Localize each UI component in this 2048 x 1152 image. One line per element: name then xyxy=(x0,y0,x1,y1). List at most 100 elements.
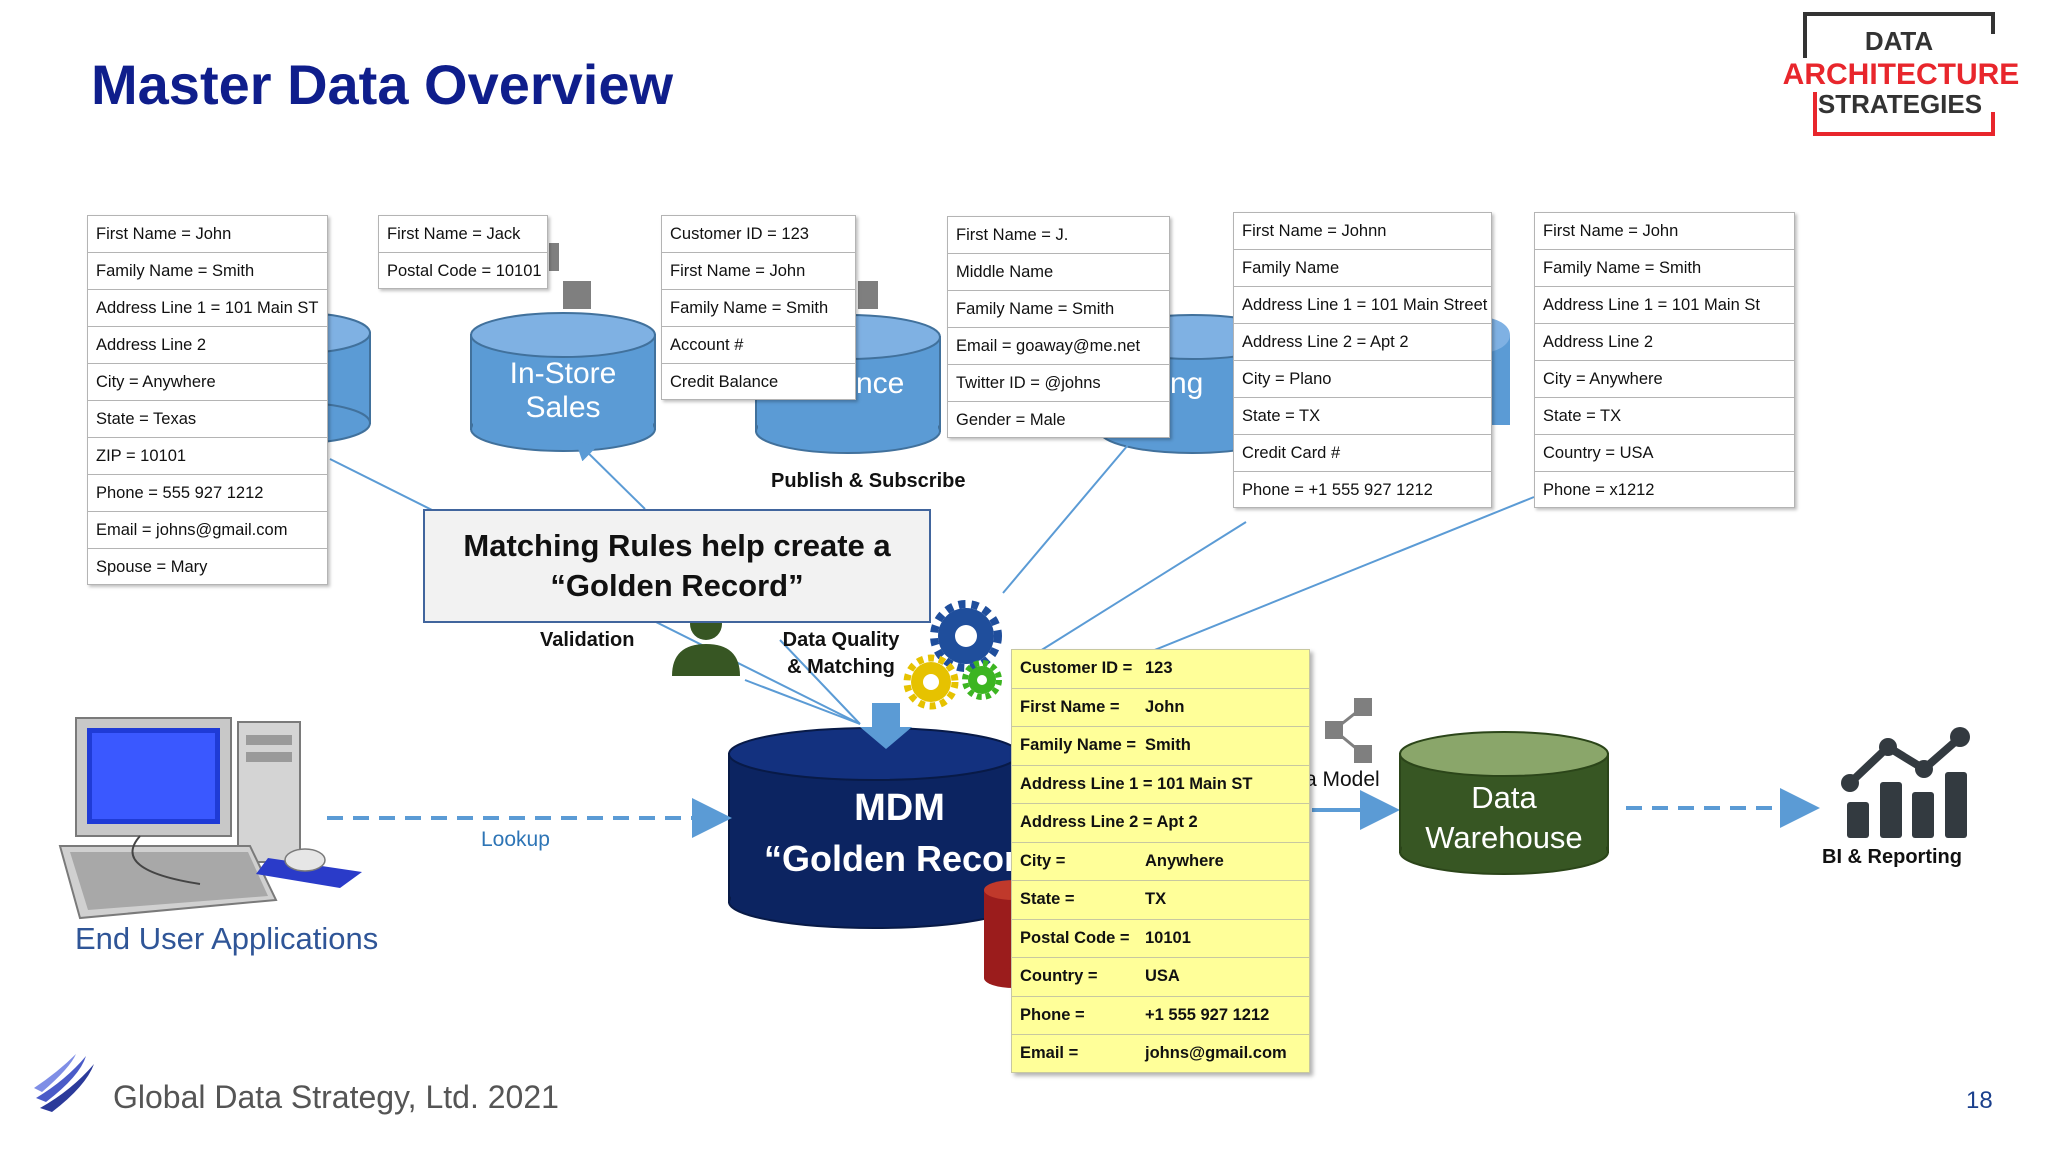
desktop-computer-icon xyxy=(58,717,362,920)
golden-record-row: First Name =John xyxy=(1011,687,1310,726)
lookup-label: Lookup xyxy=(481,828,550,851)
warehouse-label: Data Warehouse xyxy=(1425,780,1583,855)
record-field: Address Line 1 = 101 Main Street xyxy=(1233,286,1492,323)
record-field: Address Line 1 = 101 Main St xyxy=(1534,286,1795,323)
record-field: ZIP = 10101 xyxy=(87,437,328,474)
page-number: 18 xyxy=(1966,1087,1993,1114)
record-field: City = Plano xyxy=(1233,360,1492,397)
record-field: Twitter ID = @johns xyxy=(947,364,1170,401)
instore-cylinder xyxy=(470,312,656,452)
bar-chart-icon xyxy=(1841,727,1970,838)
record-field: Email = johns@gmail.com xyxy=(87,511,328,548)
golden-record-row: Address Line 2 = Apt 2 xyxy=(1011,803,1310,842)
golden-record-value xyxy=(1252,766,1309,804)
golden-record-key: Address Line 1 = 101 Main ST xyxy=(1020,774,1253,793)
golden-record-row: City = Anywhere xyxy=(1011,841,1310,880)
bi-reporting-label: BI & Reporting xyxy=(1822,846,1962,868)
golden-record-row: Address Line 1 = 101 Main ST xyxy=(1011,764,1310,804)
end-user-applications-label: End User Applications xyxy=(75,921,379,956)
data-model-label: a Model xyxy=(1305,768,1380,791)
logo-line1: DATA xyxy=(1865,26,1934,56)
marketing-cylinder-label: ng xyxy=(1170,367,1204,400)
record-field: Family Name xyxy=(1233,249,1492,286)
logo-line2: ARCHITECTURE xyxy=(1783,58,2020,91)
mdm-golden-record-label: “Golden Record xyxy=(764,838,1041,879)
golden-record-value: Smith xyxy=(1145,736,1191,754)
golden-record-row: Email = johns@gmail.com xyxy=(1011,1034,1310,1073)
hierarchy-node-icon xyxy=(549,243,559,271)
record-field: Middle Name xyxy=(947,253,1170,290)
golden-record-value: USA xyxy=(1145,967,1180,985)
finance-cylinder-label: nce xyxy=(856,367,905,400)
golden-record-value: 10101 xyxy=(1145,928,1191,947)
footer-text: Global Data Strategy, Ltd. 2021 xyxy=(113,1079,559,1115)
golden-record-key: City = xyxy=(1020,851,1066,870)
golden-record-value: +1 555 927 1212 xyxy=(1145,1005,1270,1024)
record-field: Spouse = Mary xyxy=(87,548,328,585)
record-field: Family Name = Smith xyxy=(661,289,856,326)
record-field: Address Line 2 = Apt 2 xyxy=(1233,323,1492,360)
record-field: Country = USA xyxy=(1534,434,1795,471)
validation-label: Validation xyxy=(540,629,635,651)
record-field: City = Anywhere xyxy=(87,363,328,400)
record-field: Account # xyxy=(661,326,856,363)
matching-rules-callout: Matching Rules help create a “Golden Rec… xyxy=(423,509,931,623)
record-field: Phone = x1212 xyxy=(1534,471,1795,508)
logo-line3: STRATEGIES xyxy=(1818,89,1982,119)
golden-record-key: Customer ID = xyxy=(1020,659,1133,677)
golden-record-key: Postal Code = xyxy=(1020,928,1130,947)
record-field: Credit Balance xyxy=(661,363,856,400)
golden-record-value xyxy=(1198,804,1309,842)
record-field: Address Line 2 xyxy=(1534,323,1795,360)
record-field: Family Name = Smith xyxy=(87,252,328,289)
record-field: First Name = John xyxy=(1534,212,1795,249)
golden-record-value: TX xyxy=(1145,890,1167,908)
golden-record-value: johns@gmail.com xyxy=(1145,1044,1287,1062)
record-field: First Name = Jack xyxy=(378,215,548,252)
golden-record-key: Country = xyxy=(1020,967,1098,985)
instore-cylinder-label: In-Store Sales xyxy=(509,357,617,424)
warehouse-cylinder xyxy=(1399,731,1609,875)
record-field: City = Anywhere xyxy=(1534,360,1795,397)
golden-record-key: Family Name = xyxy=(1020,736,1137,754)
record-field: Gender = Male xyxy=(947,401,1170,438)
golden-record-row: Country = USA xyxy=(1011,957,1310,996)
inflow-arrow-icon xyxy=(860,703,912,749)
gears-icon xyxy=(903,600,1002,710)
data-architecture-strategies-logo: DATA ARCHITECTURE STRATEGIES xyxy=(1763,12,2039,138)
record-field: Credit Card # xyxy=(1233,434,1492,471)
record-field: First Name = Johnn xyxy=(1233,212,1492,249)
golden-record-value: Anywhere xyxy=(1145,851,1224,870)
record-field: First Name = J. xyxy=(947,216,1170,253)
record-field: Email = goaway@me.net xyxy=(947,327,1170,364)
hierarchy-icon xyxy=(1325,698,1372,763)
record-field: State = TX xyxy=(1534,397,1795,434)
golden-record-row: Phone =+1 555 927 1212 xyxy=(1011,995,1310,1034)
record-field: State = TX xyxy=(1233,397,1492,434)
swoosh-logo-icon xyxy=(34,1054,94,1112)
record-field: Address Line 1 = 101 Main ST xyxy=(87,289,328,326)
record-field: First Name = John xyxy=(87,215,328,252)
hierarchy-node-icon xyxy=(563,281,591,309)
publish-subscribe-label: Publish & Subscribe xyxy=(771,470,966,492)
validation-connector xyxy=(744,679,861,725)
record-field: Phone = +1 555 927 1212 xyxy=(1233,471,1492,508)
golden-record-key: Email = xyxy=(1020,1044,1079,1062)
golden-record-row: Customer ID = 123 xyxy=(1011,649,1310,688)
record-field: Address Line 2 xyxy=(87,326,328,363)
record-field: Family Name = Smith xyxy=(947,290,1170,327)
data-quality-label: Data Quality & Matching xyxy=(782,629,900,678)
golden-record-key: Address Line 2 = Apt 2 xyxy=(1020,813,1198,831)
record-field: State = Texas xyxy=(87,400,328,437)
mdm-label: MDM xyxy=(854,787,945,829)
golden-record-row: Postal Code = 10101 xyxy=(1011,918,1310,957)
golden-record-value: 123 xyxy=(1145,659,1173,677)
golden-record-row: State =TX xyxy=(1011,880,1310,919)
